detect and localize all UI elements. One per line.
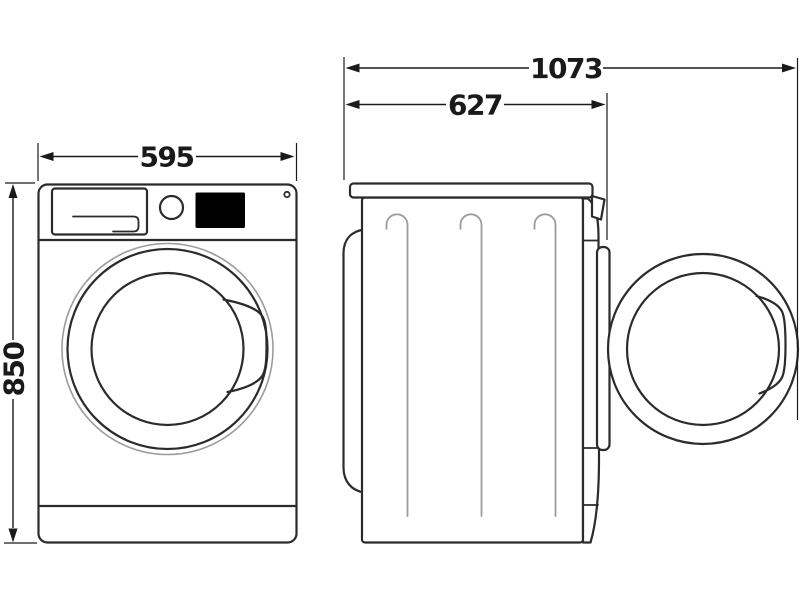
side-cabinet-body bbox=[360, 196, 585, 544]
depth-value: 627 bbox=[448, 89, 502, 122]
detergent-drawer-recess bbox=[72, 215, 140, 233]
front-width-value: 595 bbox=[140, 141, 194, 174]
side-panel-ridge bbox=[459, 213, 483, 517]
detergent-drawer bbox=[50, 187, 149, 236]
side-rear-bulge bbox=[342, 228, 366, 494]
door-handle bbox=[222, 298, 268, 394]
side-panel-ridge bbox=[385, 213, 409, 517]
porthole-door bbox=[61, 242, 274, 456]
dimension-front-height: 850 bbox=[0, 182, 37, 544]
arrow-right-icon bbox=[782, 63, 796, 73]
side-panel-ridge bbox=[533, 213, 557, 517]
power-indicator-dot bbox=[283, 190, 291, 199]
arrow-left-icon bbox=[345, 63, 360, 73]
dimension-front-width: 595 bbox=[37, 141, 298, 181]
dimension-depth-door-open: 1073 bbox=[343, 52, 799, 420]
program-knob bbox=[158, 194, 185, 221]
side-top-lid bbox=[348, 182, 594, 199]
open-door-handle bbox=[755, 294, 787, 395]
arrow-right-icon bbox=[591, 100, 606, 109]
open-door bbox=[606, 252, 800, 446]
front-height-value: 850 bbox=[0, 342, 31, 397]
display-screen bbox=[195, 192, 245, 228]
open-door-inner-ring bbox=[625, 271, 781, 427]
front-view bbox=[37, 183, 298, 544]
arrow-left-icon bbox=[345, 100, 360, 109]
door-glass-ring bbox=[90, 271, 245, 427]
side-door-latch bbox=[590, 194, 606, 221]
depth-door-open-value: 1073 bbox=[530, 52, 602, 85]
arrow-left-icon bbox=[39, 152, 54, 161]
arrow-down-icon bbox=[8, 528, 18, 543]
arrow-up-icon bbox=[8, 184, 18, 198]
door-trim-ring bbox=[61, 242, 274, 456]
side-view bbox=[342, 182, 800, 544]
front-cabinet-body bbox=[37, 183, 298, 544]
arrow-right-icon bbox=[280, 152, 295, 161]
dimension-depth: 627 bbox=[345, 89, 608, 240]
